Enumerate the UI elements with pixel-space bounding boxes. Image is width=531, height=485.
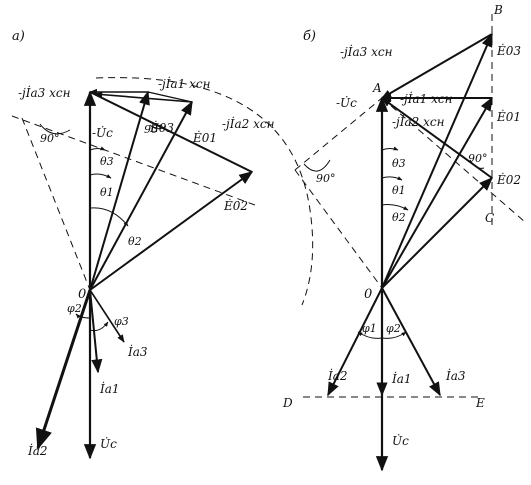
panel-a-e02-label: Ė02 <box>223 198 248 213</box>
panel-b-phi2-label: φ2 <box>386 322 401 335</box>
panel-b-theta1-label: θ1 <box>392 184 406 197</box>
panel-b-point-d: D <box>282 396 293 410</box>
panel-b-theta1-arc <box>381 176 403 181</box>
panel-a-drop-a3-label: -jİa3 xсн <box>18 85 71 100</box>
panel-b-e03-label: Ė03 <box>496 43 521 58</box>
panel-a-dashed-line <box>11 115 256 206</box>
panel-a-phi3-arc <box>89 321 109 332</box>
panel-a-e01-label: Ė01 <box>192 130 217 145</box>
panel-a-uc-label: U̇c <box>100 436 117 451</box>
panel-b-theta3-label: θ3 <box>392 157 406 170</box>
panel-b-phi1-label: φ1 <box>362 322 377 335</box>
panel-a-e-tip-connector <box>147 91 193 103</box>
panel-a-theta2-arc <box>89 207 129 227</box>
panel-b-neg-uc-label: -U̇c <box>336 95 357 110</box>
panel-b-drop-a1-label: -jİa1 xсн <box>400 91 453 106</box>
panel-a-angle-90-small: 90° <box>144 123 164 136</box>
panel-a-theta3-label: θ3 <box>100 155 114 168</box>
panel-b-theta2-label: θ2 <box>392 211 406 224</box>
panel-b: б) B Ė03 -jİa3 xсн A -U̇c <box>282 3 526 472</box>
panel-b-phi2-arc <box>381 331 407 339</box>
panel-a-theta3-arc <box>89 146 106 151</box>
panel-b-dashed-radius <box>294 169 383 289</box>
panel-a-neg-uc-label: -U̇c <box>92 125 113 140</box>
panel-a-origin-label: 0 <box>78 287 86 302</box>
panel-b-uc-label: U̇c <box>392 433 409 448</box>
panel-b-point-c: C <box>485 211 494 225</box>
panel-a-theta1-label: θ1 <box>100 186 114 199</box>
panel-a-theta1-arc <box>89 173 112 179</box>
panel-b-ia3-label: İa3 <box>445 368 466 383</box>
panel-a: а) -jİa3 xсн -jİa1 xсн -jİa2 xсн <box>11 29 314 460</box>
panel-b-drop-a3-vector <box>381 33 493 99</box>
panel-b-ia1-label: İa1 <box>391 371 412 386</box>
panel-a-ia2-vector <box>35 289 92 450</box>
panel-b-e03-vector <box>381 32 493 289</box>
panel-b-point-a: A <box>372 81 382 95</box>
panel-a-title: а) <box>12 29 25 44</box>
panel-a-drop-a2-line <box>89 91 253 173</box>
panel-a-ia2-label: İa2 <box>27 443 48 458</box>
panel-b-theta3-arc <box>381 146 399 151</box>
panel-b-e02-vector <box>381 177 493 289</box>
panel-a-locus-arc <box>95 77 314 306</box>
panel-a-angle-90: 90° <box>40 132 60 145</box>
panel-a-ia3-label: İa3 <box>127 344 148 359</box>
panel-b-phi1-arc <box>357 331 383 339</box>
panel-a-phi2-arc <box>75 313 91 319</box>
panel-a-drop-a2-label: -jİa2 xсн <box>222 116 275 131</box>
panel-b-e01-label: Ė01 <box>496 109 521 124</box>
panel-b-angle-90: 90° <box>316 172 336 185</box>
panel-b-dashed-left <box>294 97 383 171</box>
panel-b-drop-a3-label: -jİa3 xсн <box>340 44 393 59</box>
panel-a-dashed-radius <box>21 117 91 291</box>
panel-b-ia2-vector <box>327 287 383 397</box>
panel-b-right-angle-arc <box>303 159 331 172</box>
panel-a-ia3-vector <box>89 289 125 343</box>
panel-a-e03-label: Ė03 <box>149 120 174 135</box>
panel-a-phi3-label: φ3 <box>114 315 129 328</box>
panel-b-theta2-arc <box>381 204 409 211</box>
panel-a-phi2-label: φ2 <box>67 302 82 315</box>
panel-b-angle-90-small: 90° <box>468 152 488 165</box>
panel-a-right-angle-arc-2 <box>149 124 167 130</box>
panel-b-origin-label: 0 <box>364 287 372 302</box>
panel-a-e02-vector <box>89 171 254 291</box>
panel-b-point-e: E <box>475 396 485 410</box>
panel-b-title: б) <box>303 29 316 44</box>
panel-b-drop-a2-label: -jİa2 xсн <box>392 114 445 129</box>
panel-b-point-b: B <box>493 3 503 17</box>
panel-a-ia1-label: İa1 <box>99 381 120 396</box>
panel-b-e02-label: Ė02 <box>496 172 521 187</box>
panel-a-drop-a1-vector <box>94 91 193 103</box>
panel-a-drop-a1-label: -jİa1 xсн <box>158 76 211 91</box>
panel-a-theta2-label: θ2 <box>128 235 142 248</box>
panel-b-ia2-label: İa2 <box>327 368 348 383</box>
panel-b-ia3-vector <box>381 287 441 397</box>
panel-a-e03-vector <box>89 90 150 291</box>
panel-b-right-angle-arc-2 <box>469 159 485 169</box>
panel-b-dashed-right <box>381 97 526 223</box>
panel-b-e01-vector <box>381 96 493 289</box>
panel-a-right-angle-arc <box>39 123 71 135</box>
